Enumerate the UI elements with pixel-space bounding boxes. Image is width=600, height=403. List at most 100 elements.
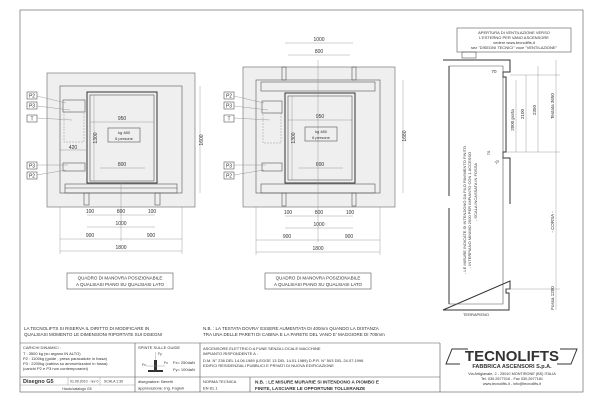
caption-box	[66, 272, 174, 290]
caption-line: QUADRO DI MANOVRA POSIZIONABILE	[78, 276, 163, 281]
dim-100: 100	[284, 210, 293, 216]
dim-800-car: 800	[118, 162, 127, 168]
label-p3: P3	[226, 164, 232, 170]
ventilation-note: vedere www.tecnolifts.it	[493, 40, 536, 45]
terrapieno-label: TERRAPIENO	[463, 312, 489, 317]
description-line: EDIFICI RESIDENZIALI PUBBLICI E PRIVATI …	[203, 363, 334, 368]
dim-1000-top: 1000	[313, 37, 324, 43]
caption-line: A QUALSIASI PIANO SU QUALSIASI LATO	[76, 282, 165, 287]
dim-100: 100	[148, 209, 157, 215]
label-p2: P2	[226, 94, 232, 100]
label-p3: P3	[29, 104, 35, 110]
rights-note: LA TECNOLIFTS SI RISERVA IL DIRITTO DI M…	[24, 326, 149, 331]
axis-fx: Fx	[142, 363, 146, 367]
capacity-kg: kg 480	[315, 129, 328, 134]
section-note: - INTERPIANO MINIMO 2500 PER IMPIANTO CO…	[467, 152, 472, 268]
label-p2: P2	[29, 94, 35, 100]
masonry-warning: N.B. : LE MISURE MURARIE SI INTENDONO A …	[255, 380, 379, 385]
dim-100: 100	[346, 210, 355, 216]
label-p2: P2	[226, 174, 232, 180]
description-line: IMPIANTO RISPONDENTE A :	[203, 351, 258, 356]
dim-fossa-1200: Fossa 1200	[550, 286, 555, 310]
headroom-note: N.B. : LA TESTATA DOVRA' ESSERE AUMENTAT…	[203, 326, 379, 331]
plan-view-double-access: 1000 800 950 800 1300 1680 100 800 100 1…	[223, 37, 408, 290]
dim-1000: 1000	[313, 222, 324, 228]
drawing-number: Disegno G5	[23, 379, 54, 385]
headroom-note: TRA UNA DELLE PARETI DI CABINA E LA PARE…	[203, 332, 385, 337]
dim-70: 70	[486, 150, 491, 155]
dim-900: 900	[345, 234, 354, 240]
plan-view-single-access: 950 800 1300 420 1600 100 800 100 1000 9…	[26, 72, 205, 290]
axis-fy: Fy	[158, 352, 162, 356]
description-line: D.M. N° 236 DEL 14.06.1989 (LEGGE 13 DEL…	[203, 358, 364, 363]
dim-950: 950	[316, 114, 325, 120]
dim-1300: 1300	[291, 132, 297, 143]
dim-100: 100	[86, 209, 95, 215]
dim-door-2000: 2000 porta	[510, 109, 515, 131]
label-p3: P3	[29, 164, 35, 170]
rail-profile-icon	[146, 352, 165, 372]
loads-title: CARICHI DINAMICI :	[23, 345, 61, 350]
company-address: Via Artigianale, 2 - 25010 MONTIRONE (BS…	[468, 372, 556, 376]
dim-420: 420	[69, 145, 78, 151]
ventilation-note: sez "DISEGNI TECNICI" voce "VENTILAZIONE…	[471, 45, 558, 50]
section-note: - LE MISURE INDICATE SI INTENDONO DA FIL…	[462, 146, 467, 274]
thrust-title: SPINTE SULLE GUIDE	[138, 345, 180, 350]
load-line: P2 : 1100kg (guide , presa paracadute in…	[23, 356, 108, 361]
company-phone: Tel. 030.2677016 - Fax 030.2677181	[481, 377, 543, 381]
logo-subtitle: FABBRICA ASCENSORI S.p.A.	[472, 364, 552, 370]
door-jamb	[83, 192, 90, 206]
dim-2100: 2100	[520, 108, 525, 119]
capacity-kg: kg 480	[118, 130, 131, 135]
section-note: - SCALA INCASSATA IN FOSSA	[473, 163, 478, 221]
capacity-persons: 6 persone	[115, 136, 134, 141]
guide-rail-bracket	[62, 162, 86, 172]
car	[284, 92, 356, 184]
door-jamb	[154, 192, 161, 206]
norm-value: EN 81.1	[203, 386, 218, 391]
logo-text: TECNOLIFTS	[465, 348, 559, 365]
dim-800: 800	[315, 210, 324, 216]
dim-1680: 1680	[402, 130, 408, 141]
axis-fx: Fx	[164, 361, 168, 365]
caption-line: QUADRO DI MANOVRA POSIZIONABILE	[276, 276, 361, 281]
car	[86, 91, 158, 184]
dim-1600: 1600	[199, 134, 205, 145]
label-t: T	[30, 117, 33, 123]
dim-950: 950	[118, 116, 127, 122]
thrust-fx: Fx= 250daN	[173, 360, 195, 365]
capacity-box	[107, 127, 141, 143]
concrete-wall	[242, 66, 396, 208]
dim-2350: 2350	[532, 104, 537, 115]
date-revision: 01.09.2010 · rev 0	[70, 380, 98, 384]
ventilation-note: APERTURA DI VENTILAZIONE VERSO	[478, 30, 550, 35]
approval: approvazione: Ing. Fagioli	[138, 386, 184, 391]
dim-1800: 1800	[115, 245, 126, 251]
capacity-persons: 6 persone	[312, 135, 331, 140]
caption-line: A QUALSIASI PIANO SU QUALSIASI LATO	[274, 282, 363, 287]
shaft-section: APERTURA DI VENTILAZIONE VERSO L'ESTERNO…	[440, 27, 572, 317]
scale: SCALA 1:30	[104, 380, 123, 384]
norm-label: NORMA TECNICA	[203, 379, 237, 384]
label-p3: P3	[226, 104, 232, 110]
caption-box	[264, 272, 372, 290]
company-logo: TECNOLIFTS FABBRICA ASCENSORI S.p.A. Via…	[445, 348, 578, 386]
dim-1800: 1800	[312, 246, 323, 252]
dim-900: 900	[283, 234, 292, 240]
title-block: LA TECNOLIFTS SI RISERVA IL DIRITTO DI M…	[20, 326, 441, 392]
label-p2: P2	[29, 174, 35, 180]
dim-1300: 1300	[93, 132, 99, 143]
load-line: T : 3500 kg (su argano IN ALTO)	[23, 351, 81, 356]
sheet-border	[19, 9, 584, 393]
dim-900: 900	[86, 233, 95, 239]
thrust-fy: Fy= 100daN	[173, 367, 195, 372]
dim-70: 70	[494, 158, 501, 165]
ventilation-note: L'ESTERNO PER VANO ASCENSORE	[479, 35, 549, 40]
dim-800-car: 800	[316, 162, 325, 168]
dim-900: 900	[147, 233, 156, 239]
vent-opening	[461, 51, 477, 59]
catalog-ref: Hauto/catalogo G5	[62, 387, 91, 391]
designer: disegnatore: Beretti	[138, 379, 173, 384]
guide-rail-bracket	[261, 162, 283, 172]
